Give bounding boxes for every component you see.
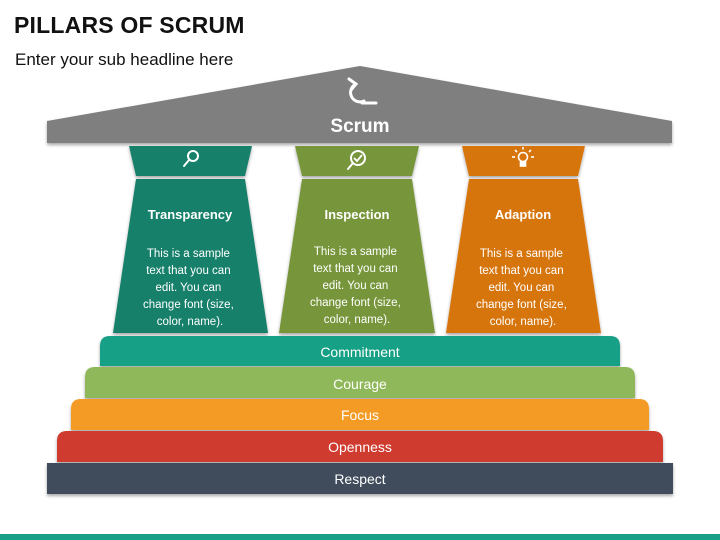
pillar-body-line: color, name). [157, 316, 223, 328]
pillar-body-line: text that you can [479, 265, 563, 277]
pillar-inspection: Inspection This is a sample text that yo… [279, 146, 435, 333]
pillar-shaft [279, 179, 435, 333]
lightbulb-idea-icon [512, 147, 534, 167]
step-focus: Focus [71, 399, 649, 430]
roof-label: Scrum [330, 116, 389, 137]
pillar-body-line: edit. You can [155, 282, 221, 294]
step-label: Commitment [320, 344, 399, 360]
step-label: Openness [328, 439, 392, 455]
pillar-body-line: edit. You can [322, 280, 388, 292]
step-label: Respect [334, 471, 385, 487]
pillar-title: Adaption [495, 207, 551, 222]
roof: Scrum [47, 66, 672, 143]
inspect-check-icon [347, 150, 366, 170]
step-shape [85, 367, 635, 398]
step-shape [100, 336, 620, 366]
pillar-transparency: Transparency This is a sample text that … [113, 146, 268, 333]
pillar-body-line: color, name). [324, 314, 390, 326]
step-commitment: Commitment [100, 336, 620, 366]
pillar-shaft [446, 179, 601, 333]
pillar-adaption: Adaption This is a sample text that you … [446, 146, 601, 333]
pillar-shaft [113, 179, 268, 333]
pillar-body-line: color, name). [490, 316, 556, 328]
pillar-body-line: text that you can [146, 265, 230, 277]
pillar-body-line: change font (size, [143, 299, 234, 311]
pillar-title: Inspection [324, 207, 389, 222]
pillar-body-line: change font (size, [310, 297, 401, 309]
pillar-body-line: edit. You can [488, 282, 554, 294]
step-shape [47, 463, 673, 494]
step-label: Focus [341, 407, 379, 423]
page-subtitle: Enter your sub headline here [15, 50, 234, 69]
roof-shape [47, 66, 672, 143]
foundation-steps: Commitment Courage Focus Openness Respec… [47, 336, 673, 494]
pillar-body-line: This is a sample [147, 248, 230, 260]
pillar-body-line: text that you can [313, 263, 397, 275]
pillar-body-line: This is a sample [314, 246, 397, 258]
scrum-cycle-icon [347, 77, 378, 105]
magnifier-icon [183, 150, 199, 167]
pillar-body: This is a sample text that you can edit.… [143, 248, 237, 328]
step-label: Courage [333, 376, 387, 392]
step-respect: Respect [47, 463, 673, 494]
pillar-body: This is a sample text that you can edit.… [310, 246, 404, 326]
pillar-body: This is a sample text that you can edit.… [476, 248, 570, 328]
step-openness: Openness [57, 431, 663, 462]
step-courage: Courage [85, 367, 635, 398]
pillar-body-line: change font (size, [476, 299, 567, 311]
step-shape [71, 399, 649, 430]
step-shape [57, 431, 663, 462]
footer-accent-bar [0, 534, 720, 540]
pillar-title: Transparency [148, 207, 233, 222]
pillar-body-line: This is a sample [480, 248, 563, 260]
page-title: PILLARS OF SCRUM [14, 12, 245, 38]
